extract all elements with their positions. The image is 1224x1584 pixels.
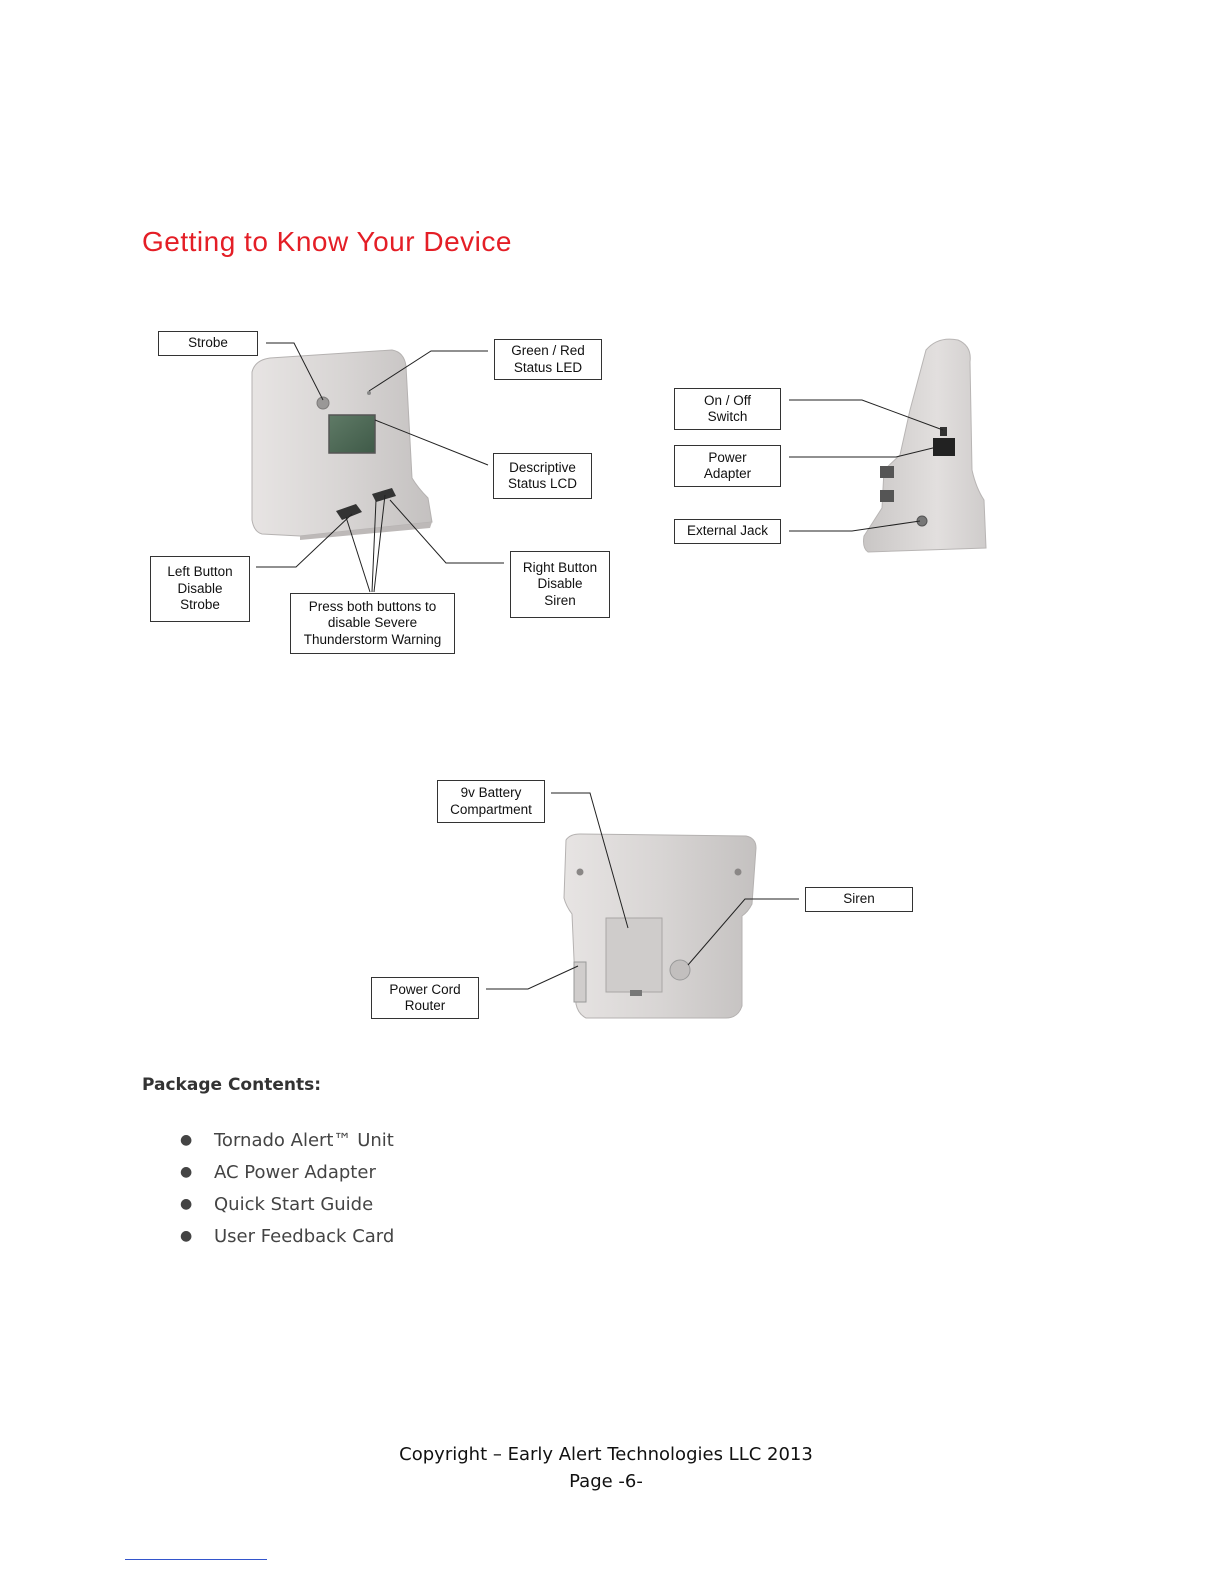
callout-leader-lines: [256, 342, 944, 990]
callout-strobe: Strobe: [158, 331, 258, 356]
footer-copyright: Copyright – Early Alert Technologies LLC…: [399, 1444, 813, 1465]
status-led-icon: [367, 391, 371, 395]
list-item: ●User Feedback Card: [180, 1225, 395, 1247]
callout-on-off-switch: On / Off Switch: [674, 388, 781, 430]
callout-status-led: Green / Red Status LED: [494, 339, 602, 380]
callout-external-jack: External Jack: [674, 519, 781, 544]
callout-power-cord-router: Power Cord Router: [371, 977, 479, 1019]
lcd-screen-icon: [328, 414, 376, 454]
callout-left-button: Left Button Disable Strobe: [150, 556, 250, 622]
bullet-icon: ●: [180, 1196, 193, 1212]
footer-page-number: Page -6-: [569, 1471, 643, 1492]
siren-grille-icon: [669, 959, 691, 981]
list-item: ●Quick Start Guide: [180, 1193, 374, 1215]
strobe-lens-icon: [316, 396, 330, 410]
callout-battery-compartment: 9v Battery Compartment: [437, 780, 545, 823]
power-jack-icon: [933, 438, 955, 456]
callout-status-lcd: Descriptive Status LCD: [493, 453, 592, 499]
bullet-icon: ●: [180, 1164, 193, 1180]
bullet-icon: ●: [180, 1228, 193, 1244]
bullet-icon: ●: [180, 1132, 193, 1148]
package-contents-list: ●Tornado Alert™ Unit ●AC Power Adapter ●…: [180, 1124, 394, 1252]
rear-view-device: [563, 833, 757, 1019]
callout-right-button: Right Button Disable Siren: [510, 551, 610, 618]
battery-door-icon: [605, 917, 663, 993]
callout-power-adapter: Power Adapter: [674, 445, 781, 487]
list-item: ●Tornado Alert™ Unit: [180, 1129, 394, 1151]
package-contents-heading: Package Contents:: [142, 1075, 322, 1095]
left-button-icon: [336, 504, 362, 520]
right-button-icon: [372, 488, 396, 502]
list-item: ●AC Power Adapter: [180, 1161, 376, 1183]
section-title: Getting to Know Your Device: [142, 226, 512, 257]
side-view-device: [863, 338, 987, 553]
callout-siren: Siren: [805, 887, 913, 912]
front-view-device: [251, 349, 433, 540]
callout-both-buttons: Press both buttons to disable Severe Thu…: [290, 593, 455, 654]
on-off-switch-icon: [940, 427, 947, 436]
footnote-divider: [125, 1559, 267, 1560]
